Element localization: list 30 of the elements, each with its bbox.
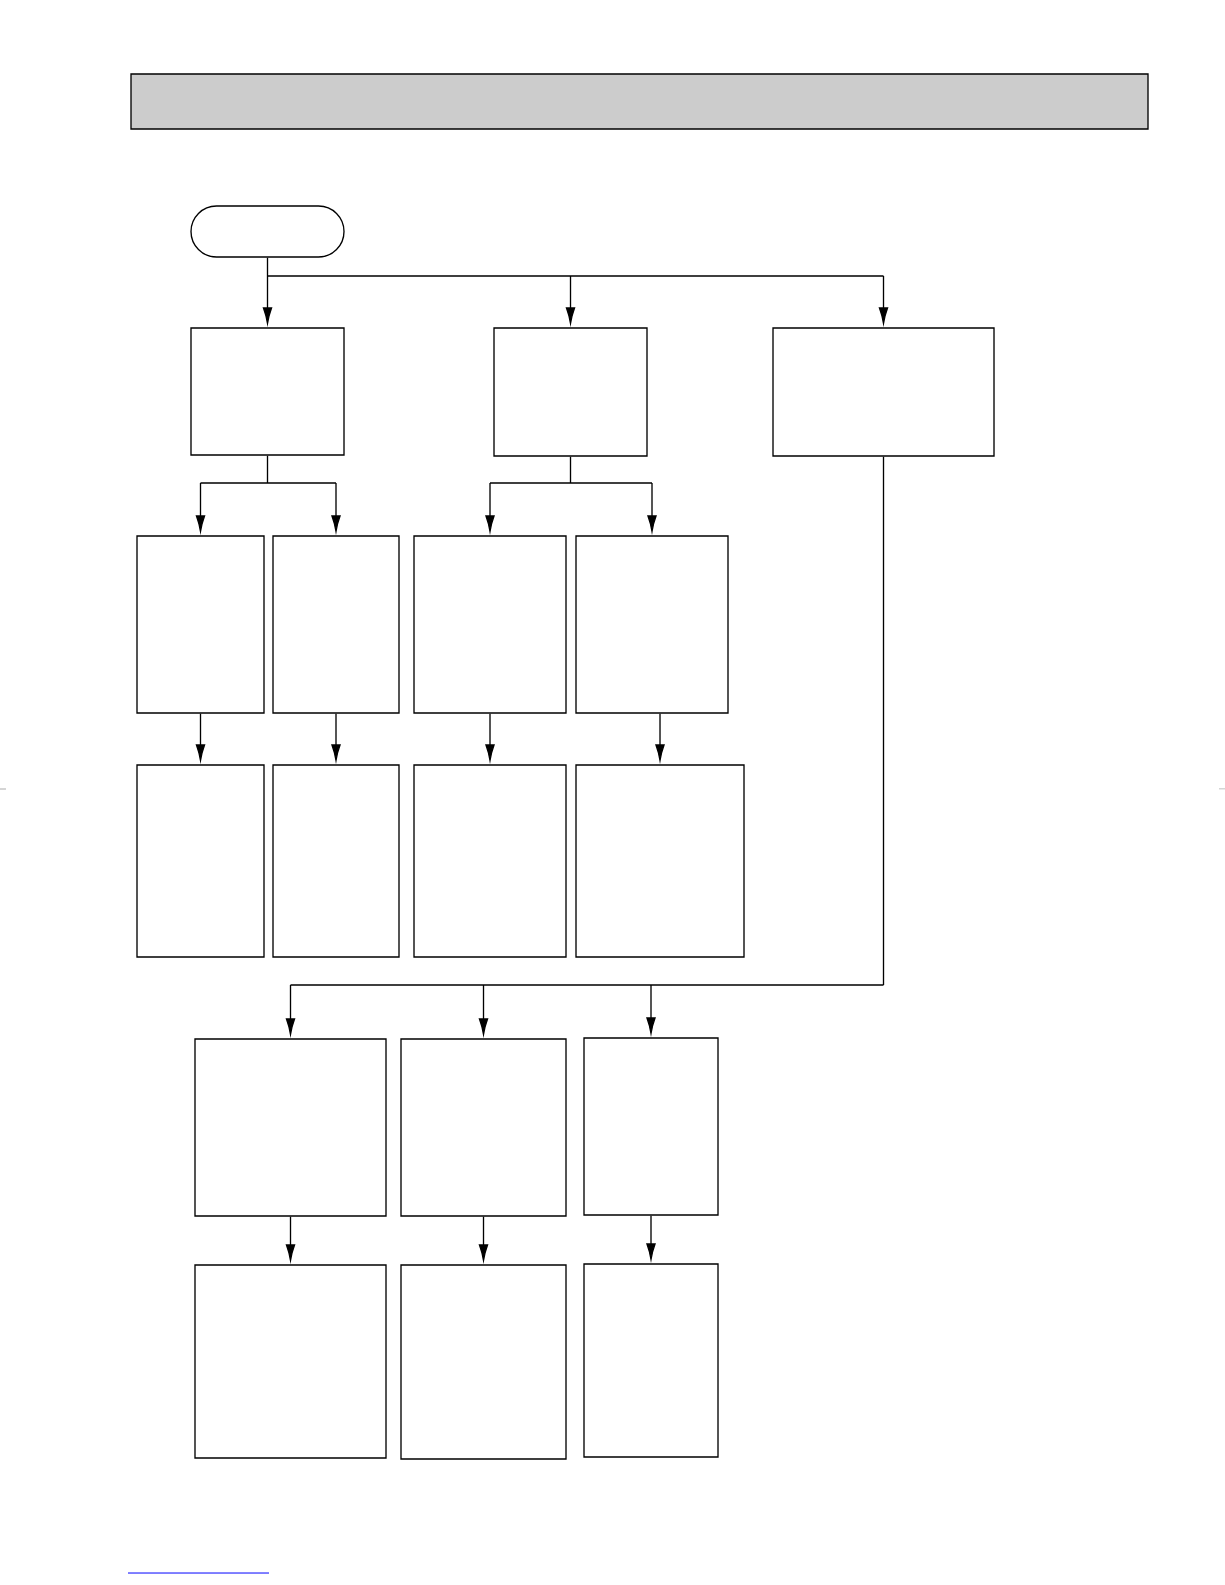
- arrow: [485, 713, 495, 761]
- arrow: [331, 713, 341, 761]
- process-box: [136, 764, 265, 958]
- connector-line: [289, 456, 885, 986]
- process-box: [493, 327, 648, 457]
- process-box: [272, 535, 400, 714]
- connector-line: [489, 456, 653, 484]
- arrow: [331, 482, 341, 532]
- connector-line: [199, 455, 337, 484]
- process-box: [413, 764, 567, 958]
- process-box: [136, 535, 265, 714]
- process-box: [190, 327, 345, 456]
- arrow: [646, 984, 656, 1034]
- process-box: [583, 1037, 719, 1216]
- process-box: [583, 1263, 719, 1458]
- process-box: [272, 764, 400, 958]
- arrow: [647, 482, 657, 532]
- process-box: [575, 764, 745, 958]
- process-box: [772, 327, 995, 457]
- process-box: [400, 1038, 567, 1217]
- process-box: [400, 1264, 567, 1460]
- connector-line: [266, 257, 885, 277]
- process-box: [413, 535, 567, 714]
- start-terminal: [190, 205, 345, 258]
- arrow: [485, 482, 495, 532]
- process-box: [194, 1038, 387, 1217]
- arrow: [646, 1215, 656, 1260]
- process-box: [194, 1264, 387, 1459]
- arrow: [655, 713, 665, 761]
- process-box: [575, 535, 729, 714]
